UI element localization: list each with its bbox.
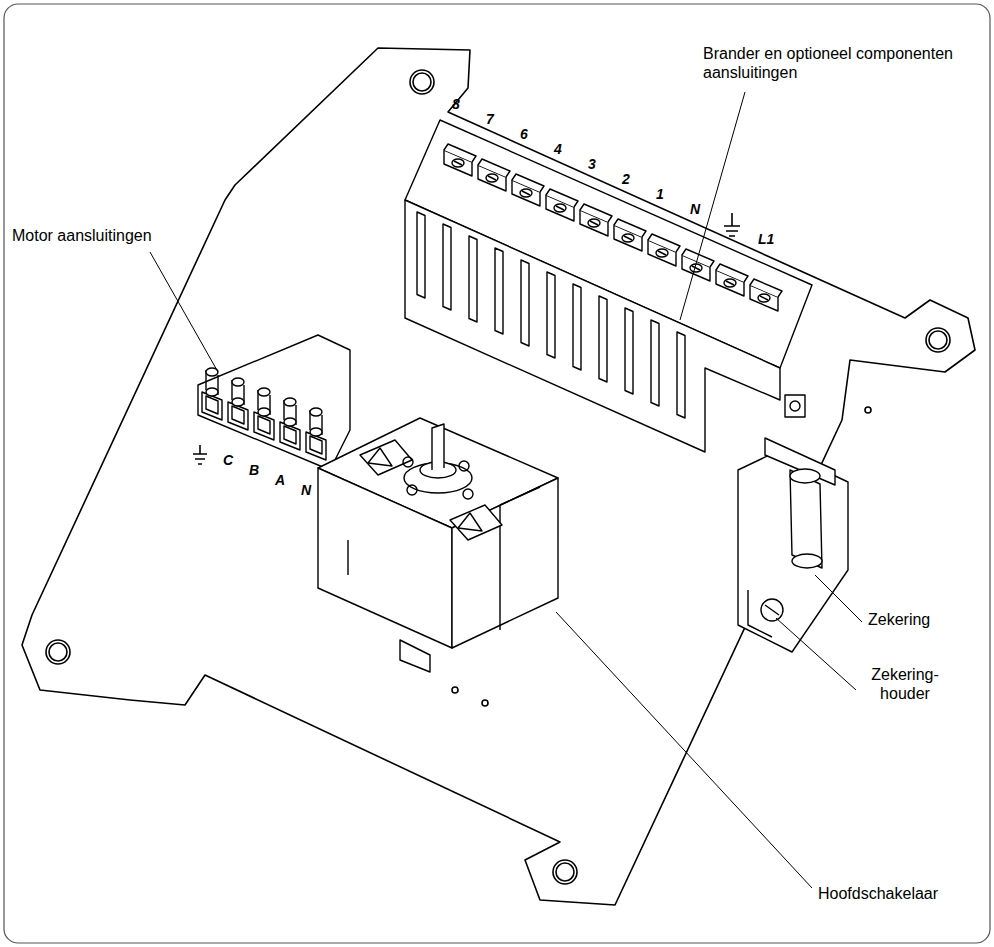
terminal-label: C bbox=[223, 452, 233, 469]
terminal-label: 1 bbox=[656, 186, 664, 203]
terminal-label: B bbox=[249, 462, 259, 479]
motor-terminal-block bbox=[193, 335, 350, 470]
terminal-label: N bbox=[301, 482, 311, 499]
terminal-label: 2 bbox=[622, 171, 630, 188]
terminal-label: 6 bbox=[520, 126, 528, 143]
callout-label: Motor aansluitingen bbox=[12, 226, 152, 245]
callout-label: Zekering- houder bbox=[862, 665, 948, 703]
terminal-label: 7 bbox=[486, 111, 494, 128]
terminal-label: 3 bbox=[588, 156, 596, 173]
callout-label: Hoofdschakelaar bbox=[818, 884, 938, 903]
terminal-label: 8 bbox=[452, 96, 460, 113]
terminal-block bbox=[405, 120, 812, 452]
earth-symbol bbox=[724, 213, 740, 236]
frame bbox=[4, 4, 990, 943]
callout-label: Brander en optioneel componenten aanslui… bbox=[703, 44, 988, 82]
mounting-plate bbox=[22, 48, 975, 905]
terminal-label: N bbox=[690, 201, 700, 218]
main-switch bbox=[318, 418, 558, 672]
terminal-label: A bbox=[275, 472, 285, 489]
leader-lines bbox=[150, 92, 862, 888]
terminal-label: L1 bbox=[758, 231, 774, 248]
callout-label: Zekering bbox=[868, 610, 930, 629]
terminal-label: 4 bbox=[554, 141, 562, 158]
fuse-holder bbox=[738, 438, 848, 652]
